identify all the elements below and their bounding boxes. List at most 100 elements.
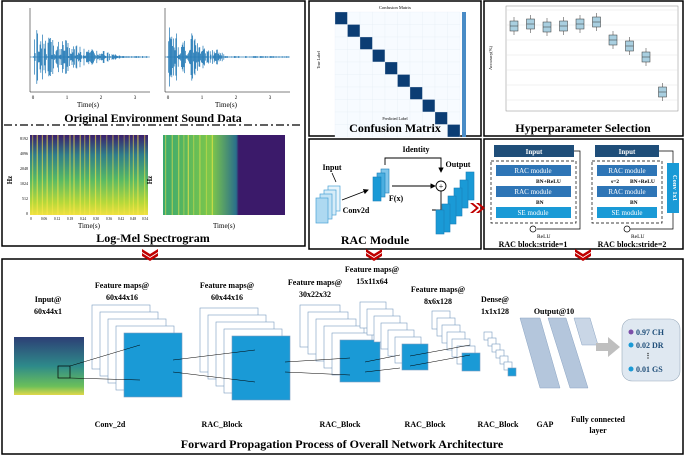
rac-block-stride1: Input RAC module BN+ReLU RAC module BN S… — [490, 145, 581, 249]
confusion-cell — [447, 61, 461, 75]
spectrogram-stripe — [193, 135, 195, 215]
confusion-cell — [334, 124, 348, 138]
wave-right-tick-1: 1 — [201, 96, 204, 101]
network-input-spectrogram — [14, 337, 84, 395]
confusion-cell — [359, 49, 373, 63]
spectrogram-stripe — [73, 135, 75, 215]
rac-block1-bn: BN — [536, 200, 544, 206]
spectrogram-stripe — [32, 135, 34, 215]
wave-left-tick-3: 3 — [134, 96, 137, 101]
connection-line — [284, 371, 351, 376]
confusion-cell — [347, 36, 361, 50]
rac-module-plus-text: + — [439, 182, 444, 191]
rac-module-input-label: Input — [322, 163, 341, 172]
confusion-xlabel: Predicted Label — [382, 116, 408, 121]
spectrogram-stripe — [117, 135, 120, 215]
chevron-down-icon-right — [575, 249, 591, 261]
confusion-cell — [359, 11, 373, 25]
confusion-cell — [397, 99, 411, 113]
fm1-label-2: 60x44x16 — [106, 293, 138, 302]
confusion-cell — [397, 36, 411, 50]
bottom-label-rac-4: RAC_Block — [478, 420, 519, 429]
confusion-cell — [384, 36, 398, 50]
result-2: 0.02 DR — [636, 341, 664, 350]
spectrogram-stripe — [123, 135, 125, 215]
connection-line — [172, 349, 256, 361]
feature-map-3 — [339, 339, 381, 383]
rac-block1-se-text: SE module — [518, 209, 549, 217]
rac-block1-module-2 — [496, 186, 571, 197]
rac-block1-module-1-text: RAC module — [514, 167, 551, 175]
confusion-cell — [447, 111, 461, 125]
connection-line — [364, 354, 401, 363]
spectrogram-stripe — [165, 135, 167, 215]
confusion-cell — [397, 24, 411, 38]
rac-block-stride2: Input RAC module s=2 BN+ReLU RAC module … — [591, 145, 679, 249]
panel-rac-module — [308, 138, 482, 250]
sound-title: Original Environment Sound Data — [64, 111, 241, 125]
rac-block1-relu: ReLU — [537, 234, 550, 240]
fm3-label-1: Feature maps@ — [288, 278, 343, 287]
confusion-cell — [372, 49, 386, 63]
spectrogram-title: Log-Mel Spectrogram — [96, 231, 209, 245]
rac-block2-module-2 — [597, 186, 657, 197]
rac-module-title: RAC Module — [341, 233, 410, 247]
spec-ytick-4: 512 — [22, 196, 28, 201]
confusion-cell — [384, 99, 398, 113]
network-input-label-2: 60x44x1 — [34, 307, 62, 316]
confusion-cell — [347, 61, 361, 75]
fm5-label-2: 8x6x128 — [424, 297, 452, 306]
bottom-label-gap: GAP — [537, 420, 554, 429]
confusion-cell — [334, 36, 348, 50]
confusion-cell — [409, 24, 423, 38]
confusion-cell — [359, 24, 373, 38]
rac-block2-module-1 — [597, 165, 657, 176]
rac-block2-dashed — [591, 160, 663, 224]
spec-ytick-2: 2048 — [20, 166, 28, 171]
hyper-title: Hyperparameter Selection — [515, 121, 651, 135]
confusion-cell — [372, 74, 386, 88]
confusion-cell — [347, 11, 361, 25]
connection-line — [409, 354, 471, 367]
rac-module-conv-arrow — [341, 189, 369, 201]
network-title: Forward Propagation Process of Overall N… — [181, 437, 504, 451]
confusion-cell — [409, 74, 423, 88]
confusion-cell — [397, 49, 411, 63]
fm2-label-2: 60x44x16 — [211, 293, 243, 302]
waveform-right — [164, 8, 290, 93]
rac-block2-caption: RAC block:stride=2 — [598, 240, 667, 249]
fm2-label-1: Feature maps@ — [200, 281, 255, 290]
spec-ytick-5: 0 — [26, 211, 28, 216]
rac-block1-se — [496, 207, 571, 218]
rac-block2-s2: s=2 — [611, 179, 619, 185]
confusion-cell — [409, 49, 423, 63]
confusion-cell — [422, 49, 436, 63]
spectrogram-stripe — [106, 135, 108, 215]
confusion-cell — [434, 86, 448, 100]
chevron-down-icon-left — [142, 249, 158, 261]
bottom-label-rac-2: RAC_Block — [320, 420, 361, 429]
rac-block1-bnrelu: BN+ReLU — [536, 179, 561, 185]
bottom-label-rac-3: RAC_Block — [405, 420, 446, 429]
rac-block1-plus-icon — [529, 225, 537, 233]
confusion-cell — [359, 74, 373, 88]
rac-block1-input — [494, 145, 574, 157]
confusion-cell — [447, 49, 461, 63]
rac-block2-relu: ReLU — [631, 234, 644, 240]
wave-right-tick-0: 0 — [167, 96, 170, 101]
confusion-matrix-grid — [334, 11, 466, 138]
confusion-ylabel: True Label — [316, 50, 321, 68]
output-arrow-icon — [596, 337, 620, 357]
fm4-label-2: 15x11x64 — [356, 277, 388, 286]
confusion-cell — [334, 111, 348, 125]
confusion-cell — [422, 11, 436, 25]
confusion-cell — [384, 86, 398, 100]
rac-block1-module-2-text: RAC module — [514, 188, 551, 196]
confusion-cell — [334, 24, 348, 38]
fc-label-2: layer — [589, 426, 607, 435]
fc-slab — [547, 317, 589, 389]
spectrogram-stripe — [84, 135, 86, 215]
spectrogram-stripe — [178, 135, 180, 215]
result-ellipsis: ⋮ — [645, 352, 652, 360]
chevron-down-icon-middle — [366, 249, 382, 261]
